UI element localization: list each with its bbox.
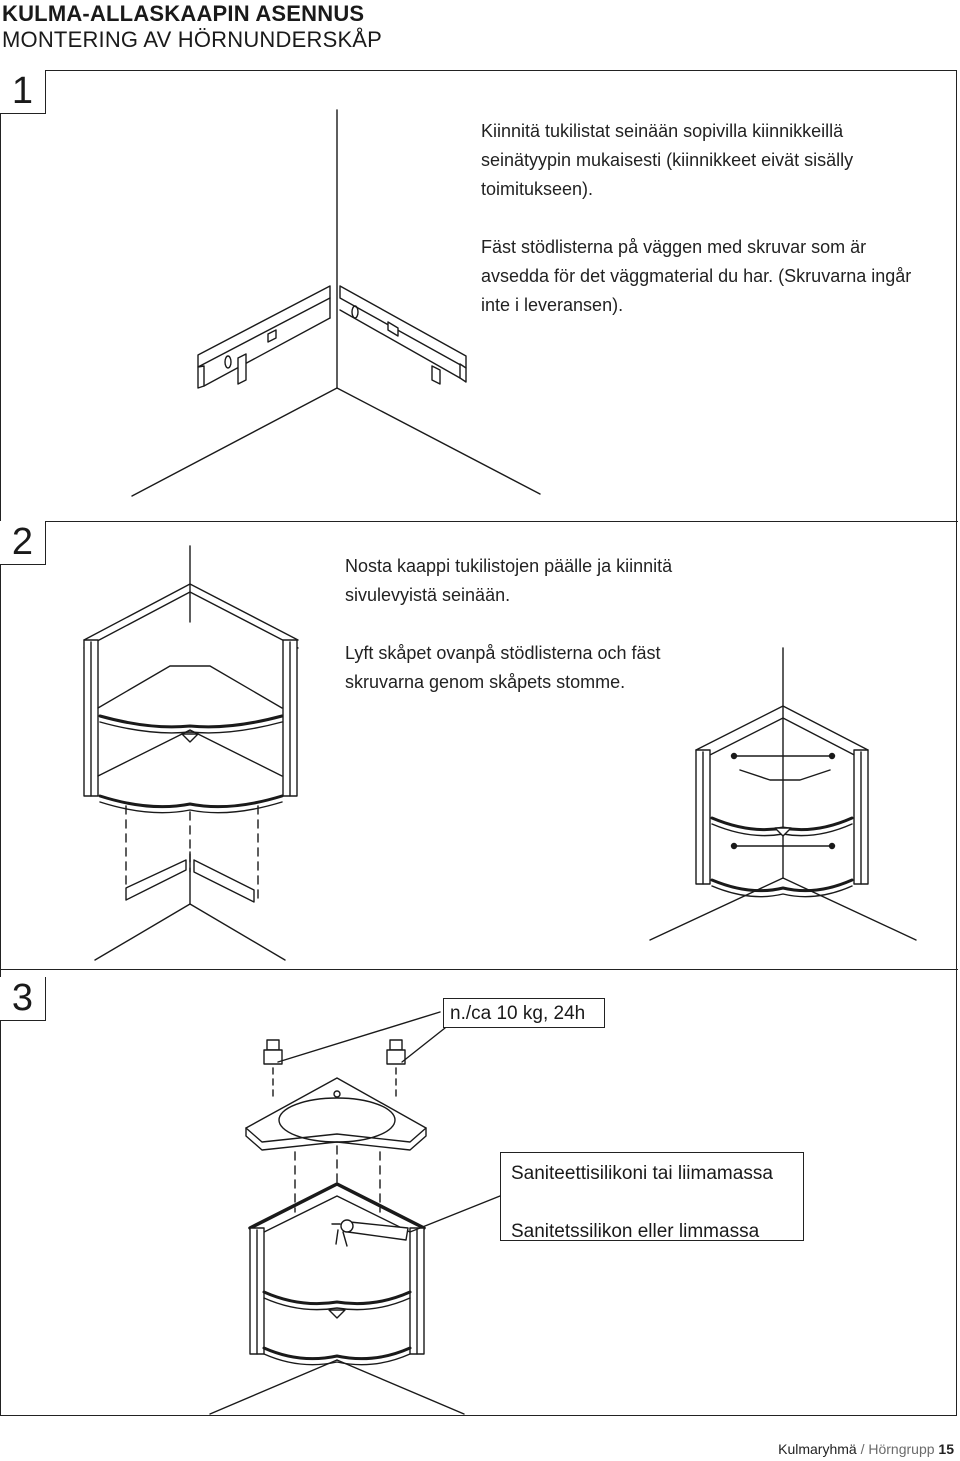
step-1-wall-rails-illustration: [131, 109, 541, 497]
step-1-text-sv: Fäst stödlisterna på väggen med skruvar …: [481, 237, 912, 315]
step-2-text-fi: Nosta kaappi tukilistojen päälle ja kiin…: [345, 556, 673, 605]
footer-brand: Kulmaryhmä: [778, 1441, 857, 1457]
screw-icon: [224, 355, 232, 369]
fixing-bolt-icon: [386, 1039, 406, 1101]
instruction-frame: [0, 70, 957, 1416]
step-3-basin-mounting-illustration: [209, 1011, 501, 1415]
silicone-label-sv: Sanitetssilikon eller limmassa: [511, 1221, 760, 1242]
step-2-text-sv: Lyft skåpet ovanpå stödlisterna och fäst…: [345, 643, 661, 692]
silicone-label: Saniteettisilikoni tai liimamassa Sanite…: [500, 1152, 804, 1242]
silicone-tube-icon: [331, 1219, 409, 1247]
page-title: KULMA-ALLASKAAPIN ASENNUS: [2, 1, 365, 26]
fixing-bolt-icon: [263, 1039, 283, 1101]
screw-icon: [351, 305, 359, 319]
step-divider: [0, 969, 958, 970]
page-subtitle: MONTERING AV HÖRNUNDERSKÅP: [2, 27, 383, 52]
page-number: 15: [938, 1441, 954, 1457]
page-footer: Kulmaryhmä / Hörngrupp 15: [778, 1441, 954, 1457]
step-1-text-fi: Kiinnitä tukilistat seinään sopivilla ki…: [481, 121, 854, 199]
step-number: 2: [0, 521, 46, 565]
footer-brand-sv: Hörngrupp: [868, 1441, 935, 1457]
step-divider: [0, 521, 958, 522]
step-number: 3: [0, 977, 46, 1021]
step-2-cabinet-fixed-illustration: [649, 647, 917, 941]
silicone-label-fi: Saniteettisilikoni tai liimamassa: [511, 1163, 773, 1184]
footer-separator: /: [860, 1441, 865, 1457]
step-2-cabinet-lowering-illustration: [83, 545, 299, 961]
step-1-instructions: Kiinnitä tukilistat seinään sopivilla ki…: [481, 117, 921, 320]
step-2-instructions: Nosta kaappi tukilistojen päälle ja kiin…: [345, 552, 735, 697]
step-number: 1: [0, 70, 46, 114]
weight-label: n./ca 10 kg, 24h: [443, 998, 605, 1028]
